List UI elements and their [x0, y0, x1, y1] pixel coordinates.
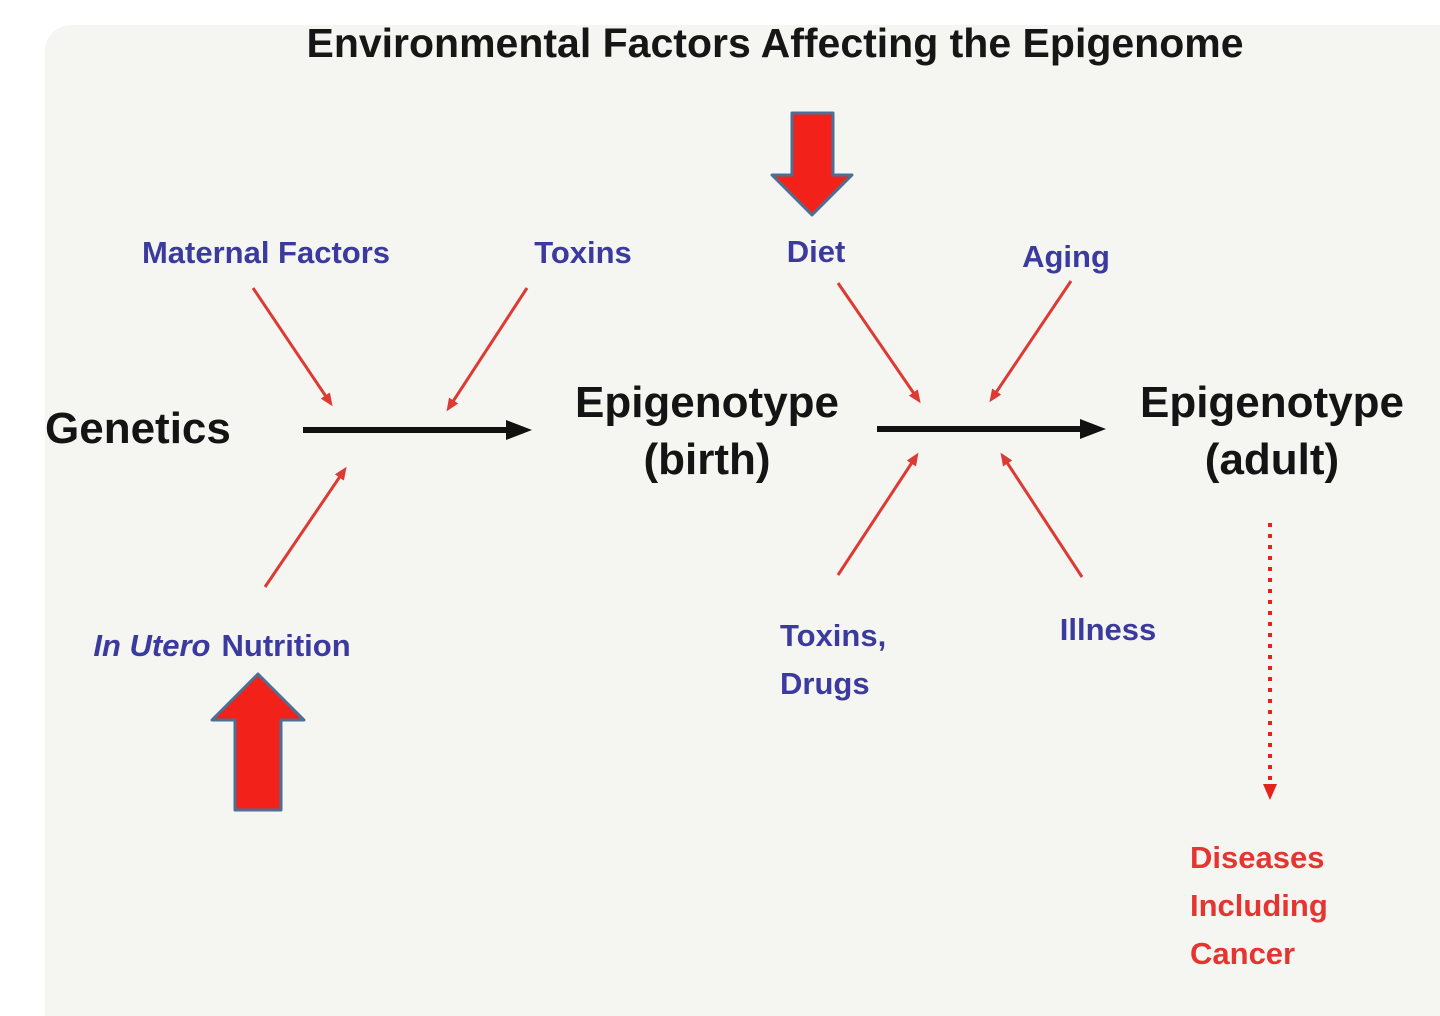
node-epigenotype-birth-line1: Epigenotype — [574, 378, 840, 427]
node-epigenotype-adult-line2: (adult) — [1204, 435, 1340, 484]
label-toxins-drugs: Toxins, Drugs — [780, 612, 886, 708]
node-genetics: Genetics — [45, 404, 231, 453]
label-aging: Aging — [1022, 239, 1110, 274]
label-in-utero-italic: In Utero — [93, 628, 211, 663]
label-diseases-including-cancer: Diseases Including Cancer — [1190, 834, 1328, 978]
label-toxins-prenatal: Toxins — [534, 235, 632, 270]
node-epigenotype-adult: Epigenotype (adult) — [1140, 374, 1404, 488]
label-in-utero-nutrition: In Utero Nutrition — [93, 628, 350, 664]
label-illness: Illness — [1059, 612, 1157, 647]
outcome-line3: Cancer — [1190, 936, 1296, 971]
node-epigenotype-adult-line1: Epigenotype — [1139, 378, 1405, 427]
label-maternal-factors: Maternal Factors — [141, 235, 391, 270]
diagram-title: Environmental Factors Affecting the Epig… — [306, 20, 1244, 66]
node-epigenotype-birth: Epigenotype (birth) — [575, 374, 839, 488]
label-toxins-drugs-line2: Drugs — [780, 666, 870, 701]
label-nutrition: Nutrition — [221, 628, 351, 663]
outcome-line1: Diseases — [1190, 840, 1325, 875]
label-toxins-drugs-line1: Toxins, — [780, 618, 887, 653]
label-diet: Diet — [786, 234, 846, 269]
node-epigenotype-birth-line2: (birth) — [643, 435, 771, 484]
outcome-line2: Including — [1190, 888, 1328, 923]
